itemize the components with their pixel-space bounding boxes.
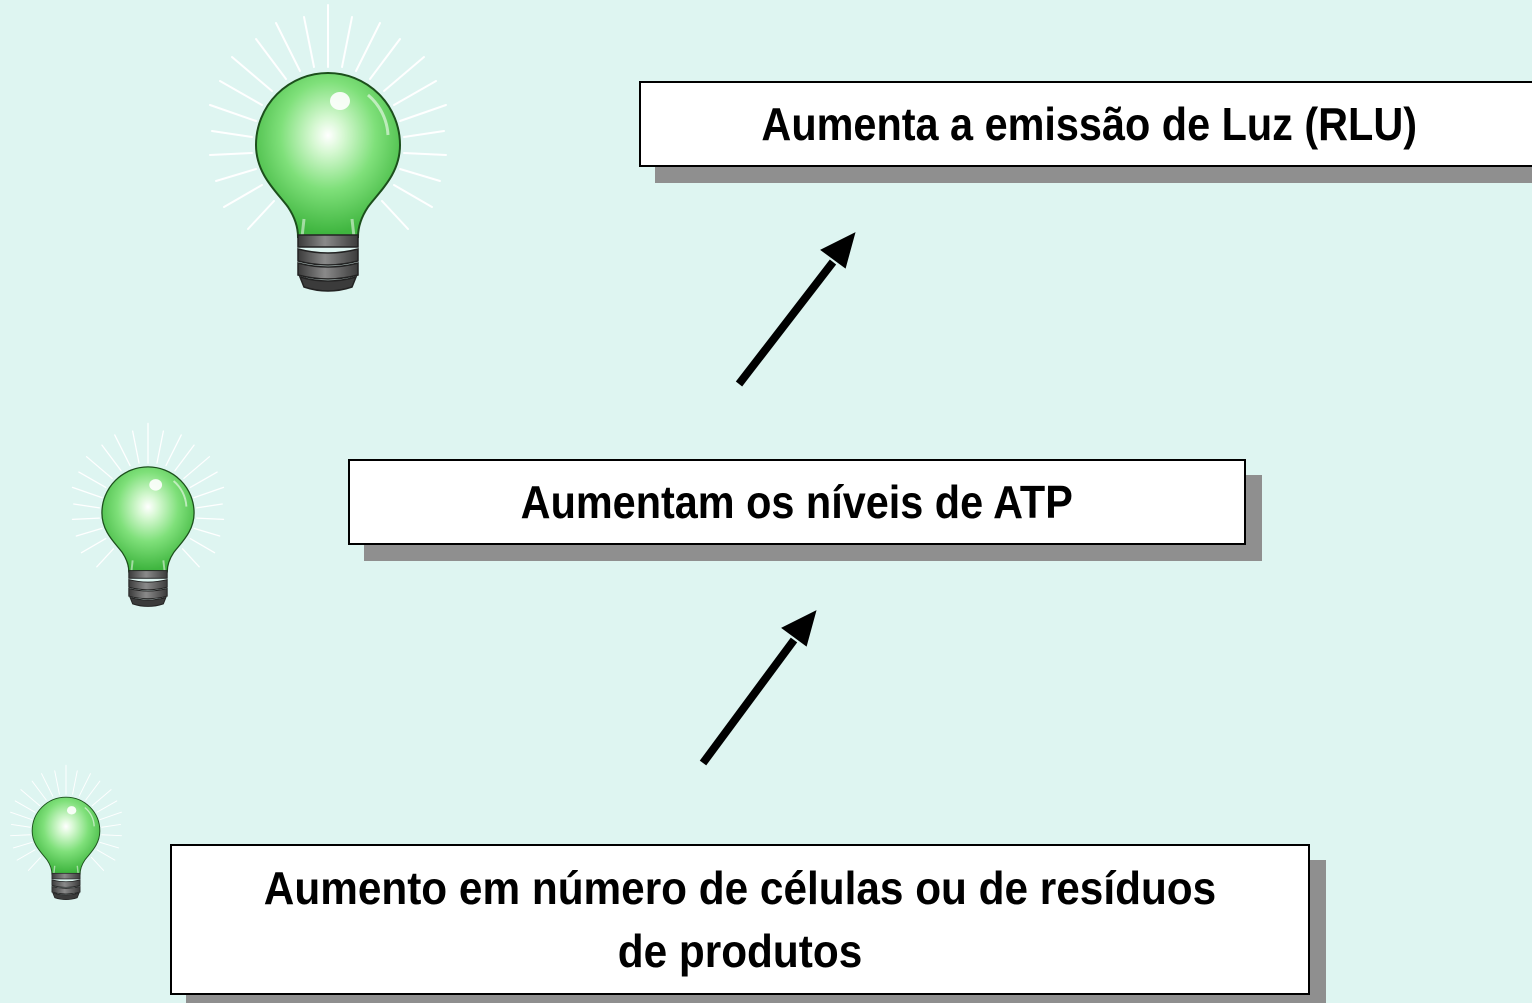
light-bulb-icon	[71, 422, 225, 608]
arrow-atp-to-light	[735, 232, 856, 387]
arrow-cell-to-atp	[699, 610, 817, 766]
node-light-emission: Aumenta a emissão de Luz (RLU)	[639, 81, 1532, 167]
node-label: Aumenta a emissão de Luz (RLU)	[761, 97, 1417, 150]
node-label: Aumento em número de células ou de resíd…	[263, 862, 1217, 977]
node-cell-increase: Aumento em número de células ou de resíd…	[170, 844, 1310, 995]
node-atp-levels: Aumentam os níveis de ATP	[348, 459, 1246, 545]
light-bulb-icon	[9, 764, 123, 901]
light-bulb-icon	[208, 3, 448, 293]
node-label: Aumentam os níveis de ATP	[520, 475, 1074, 528]
